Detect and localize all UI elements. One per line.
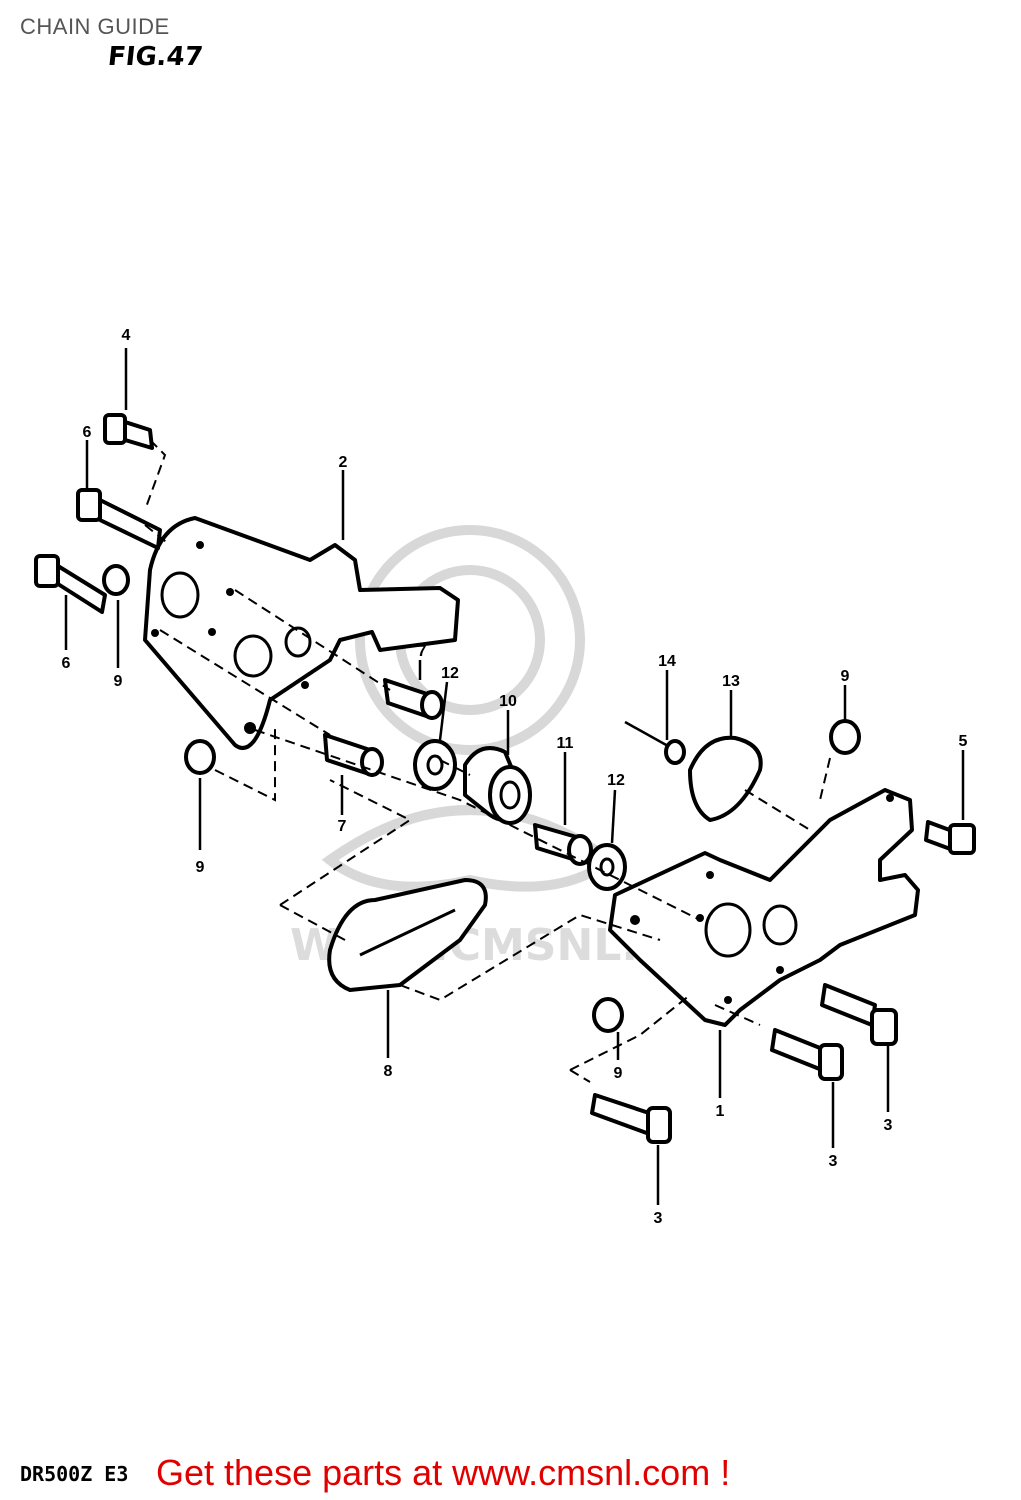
callout-11: 11	[557, 735, 574, 752]
callout-7: 7	[418, 643, 427, 660]
part-12-washer-left	[413, 739, 457, 791]
callout-8: 8	[384, 1063, 393, 1080]
part-5-bolt	[924, 820, 976, 855]
callout-6: 6	[62, 655, 71, 672]
page-title: CHAIN GUIDE	[20, 14, 170, 39]
callout-9: 9	[196, 859, 205, 876]
part-6-bolt-lower	[34, 554, 107, 614]
callout-7: 7	[338, 818, 347, 835]
callout-1: 1	[716, 1103, 725, 1120]
part-9-nut-d	[592, 997, 624, 1033]
part-2-bracket	[143, 516, 460, 750]
leader-lines	[64, 348, 965, 1205]
part-12-washer-right	[587, 843, 627, 891]
part-9-nut-c	[829, 719, 861, 755]
callout-3: 3	[884, 1117, 893, 1134]
callout-2: 2	[339, 454, 348, 471]
part-1-bracket	[608, 788, 920, 1027]
callout-13: 13	[722, 673, 740, 690]
cta-link[interactable]: Get these parts at www.cmsnl.com !	[156, 1452, 731, 1493]
part-3-bolt-a	[590, 1093, 672, 1144]
part-7-collar-upper	[383, 678, 444, 720]
callout-12: 12	[607, 772, 625, 789]
part-13-pad	[688, 735, 763, 822]
part-9-nut-a	[102, 564, 130, 596]
callout-9: 9	[114, 673, 123, 690]
part-6-bolt-upper	[76, 488, 162, 550]
callout-3: 3	[829, 1153, 838, 1170]
assembly-lines	[144, 439, 831, 1083]
callout-14: 14	[658, 653, 676, 670]
callout-10: 10	[499, 693, 517, 710]
callout-9: 9	[841, 668, 850, 685]
part-9-nut-b	[184, 739, 216, 775]
callout-12: 12	[441, 665, 459, 682]
callout-6: 6	[83, 424, 92, 441]
callout-3: 3	[654, 1210, 663, 1227]
part-8-guide	[327, 878, 488, 992]
part-7-collar-lower	[323, 733, 384, 777]
callout-labels: 4 6 6 9 2 7 12 10 7 9 11 12 14 13 9 5 8 …	[62, 327, 968, 1227]
callout-5: 5	[959, 733, 968, 750]
callout-4: 4	[122, 327, 131, 344]
part-14-rivet	[624, 720, 686, 765]
part-3-bolt-b	[770, 1028, 844, 1081]
callout-9: 9	[614, 1065, 623, 1082]
part-3-bolt-c	[820, 983, 898, 1046]
part-10-roller	[463, 746, 532, 825]
model-code: DR500Z E3	[20, 1462, 129, 1486]
part-4-bolt	[103, 413, 154, 450]
